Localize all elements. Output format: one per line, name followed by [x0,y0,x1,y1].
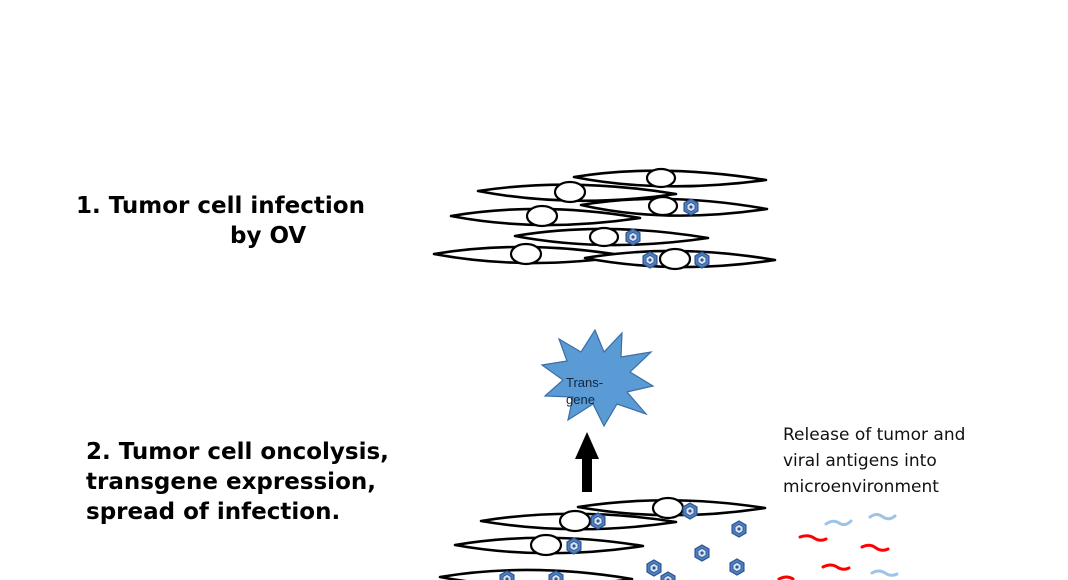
virus-icon [642,251,658,269]
antigen-icon [870,569,899,577]
step-2-label: 2. Tumor cell oncolysis, transgene expre… [86,437,389,527]
nucleus [647,195,679,217]
transgene-burst-icon [540,328,655,428]
antigen-icon [868,513,897,521]
virus-icon [694,251,710,269]
step-2-line-1: 2. Tumor cell oncolysis, [86,439,389,465]
up-arrow-icon [575,432,599,492]
step-2-line-2: transgene expression, [86,469,376,495]
nucleus [558,509,592,533]
virus-icon [682,502,698,520]
virus-icon [590,512,606,530]
antigen-icon [860,543,890,552]
tumor-cell-sheet-2 [438,498,767,580]
release-note-line-1: Release of tumor and [783,425,966,445]
release-note-line-3: microenvironment [783,477,939,497]
virus-icon [683,198,699,216]
virus-icon [660,571,676,580]
nucleus [645,167,677,189]
virus-icon [566,537,582,555]
virus-icon [646,559,662,577]
cell-nuclei-1 [509,167,692,271]
release-note: Release of tumor and viral antigens into… [783,421,965,501]
virus-icon [694,544,710,562]
antigen-icon [777,575,795,580]
step-1-line-2: by OV [230,223,307,249]
step-1-line-1: 1. Tumor cell infection [76,193,365,219]
nucleus [588,226,620,248]
tumor-cell-sheet-1 [432,169,777,269]
nucleus [525,204,559,228]
nucleus [658,247,692,271]
transgene-label: Trans- gene [566,374,603,408]
transgene-label-line-2: gene [566,392,595,407]
antigen-icon [821,563,851,571]
transgene-label-line-1: Trans- [566,375,604,390]
virus-icon [731,520,747,538]
nucleus [553,180,587,204]
antigen-icon [824,519,853,527]
cell-nuclei-2 [529,496,685,557]
release-note-line-2: viral antigens into [783,451,937,471]
nucleus [651,496,685,520]
step-1-label: 1. Tumor cell infection by OV [76,191,365,251]
virus-icon [625,228,641,246]
virus-icon [729,558,745,576]
nucleus [529,533,563,557]
antigen-icon [798,534,828,542]
step-2-line-3: spread of infection. [86,499,341,525]
nucleus [509,242,543,266]
tumor-cell [438,568,634,580]
released-antigens [777,513,899,580]
